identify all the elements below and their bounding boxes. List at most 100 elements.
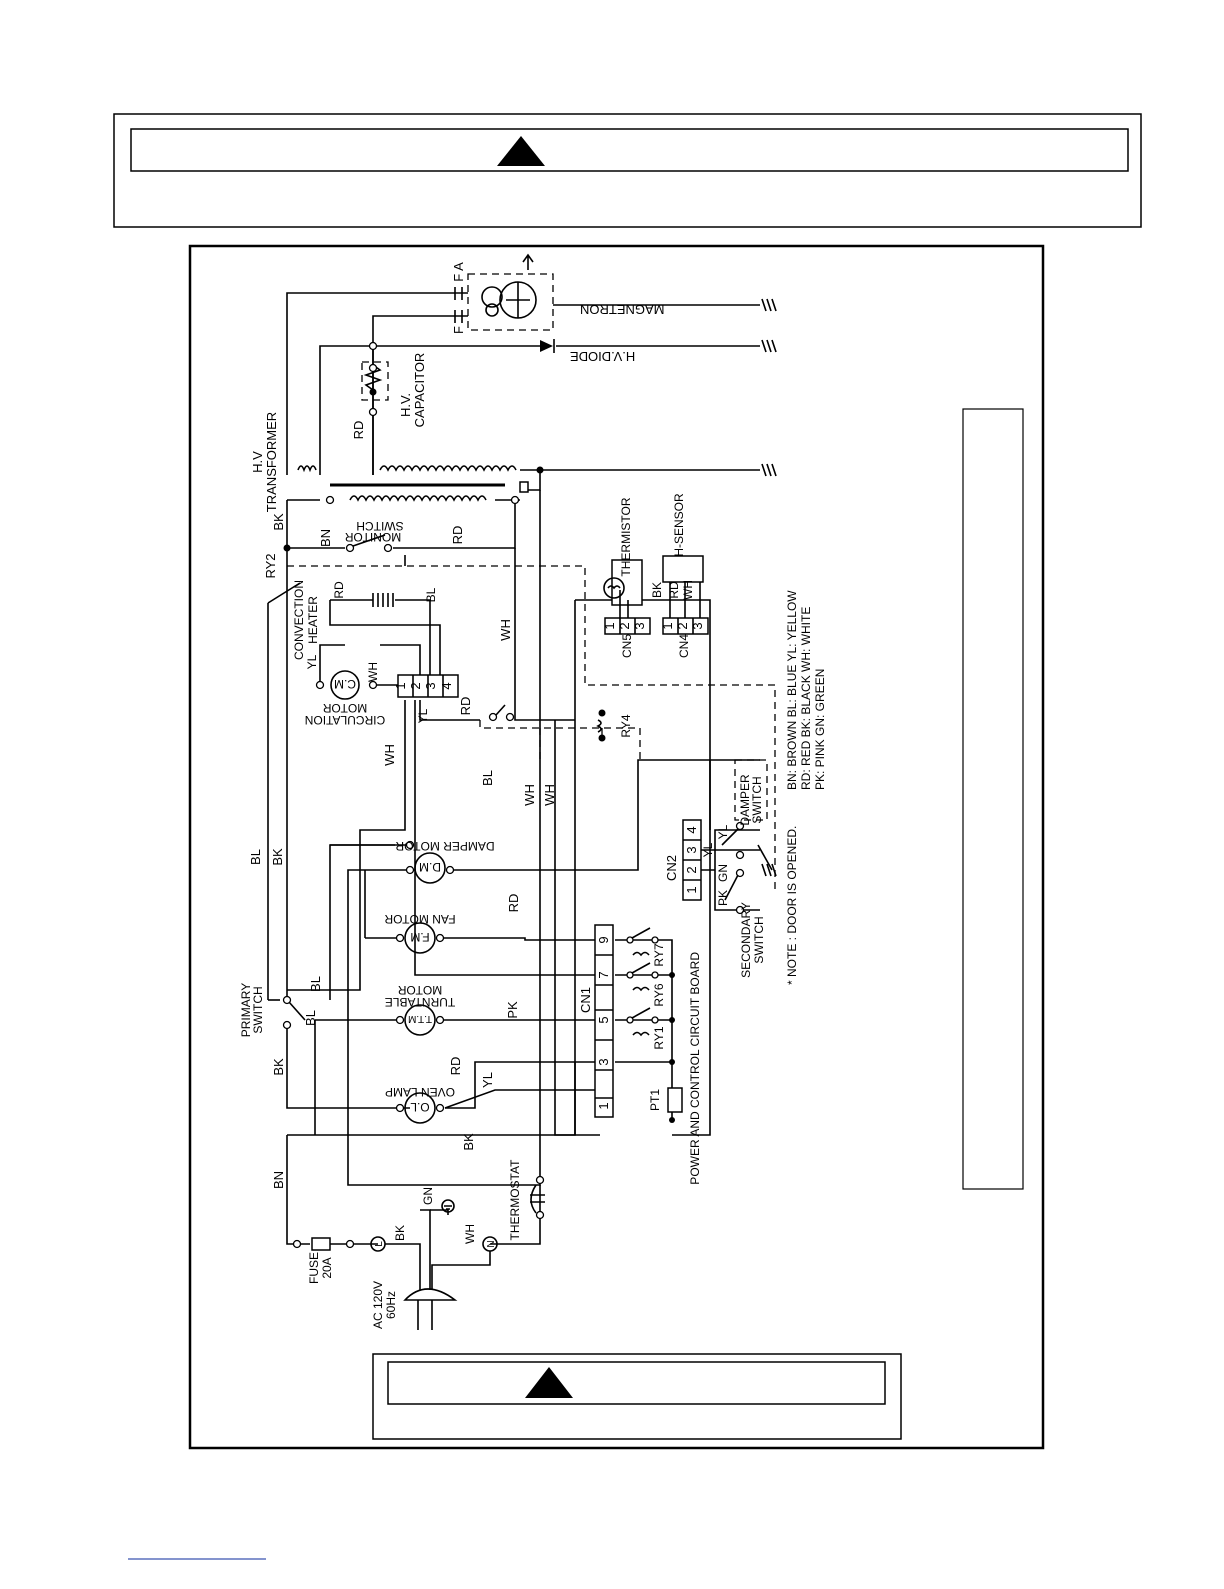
secondary-switch	[724, 844, 773, 915]
cn2-pin-1: 1	[684, 886, 699, 893]
oven-lamp: O.L	[395, 1092, 445, 1124]
legend-line-3: PK: PINK GN: GREEN	[813, 669, 827, 790]
cn1-pin-3: 3	[596, 1058, 611, 1065]
warning-triangle-icon	[497, 136, 545, 166]
damper-motor: D.M	[405, 840, 455, 884]
cm-pin-2: 2	[408, 682, 423, 689]
circulation-motor: C.M	[315, 670, 378, 700]
damper-switch	[721, 759, 768, 860]
secondary-switch-label-2: SWITCH	[752, 916, 766, 963]
wire-gn-2: GN	[421, 1187, 435, 1205]
wire-yl-4: YL	[701, 842, 715, 857]
ac-label-1: AC 120V	[371, 1281, 385, 1329]
cm-symbol: C.M	[334, 677, 356, 691]
wire-bk-4: BK	[271, 1058, 286, 1076]
fuse-label-1: FUSE	[307, 1252, 321, 1284]
hv-transformer-label-1: H.V	[250, 451, 265, 473]
l-terminal: L	[374, 1241, 385, 1247]
cn2-connector	[682, 819, 702, 901]
wire-rd-3: RD	[332, 581, 346, 599]
fan-motor: F.M	[395, 922, 445, 954]
cn2-pin-2: 2	[684, 866, 699, 873]
thermostat	[530, 1175, 545, 1220]
legend-line-2: RD: RED BK: BLACK WH: WHITE	[799, 607, 813, 790]
primary-switch-label-2: SWITCH	[251, 986, 265, 1033]
wire-bl-5: BL	[303, 1010, 318, 1026]
cn2-label: CN2	[664, 855, 679, 881]
wire-wh-7: WH	[463, 1224, 477, 1244]
side-box	[962, 408, 1024, 1190]
ttm-symbol: T.T.M	[408, 1013, 432, 1024]
cn1-connector	[594, 924, 614, 1118]
wire-wh-2: WH	[498, 619, 513, 641]
cn5-pin-3: 3	[632, 622, 647, 629]
turntable-motor: T.T.M	[395, 1004, 445, 1036]
ry4-label: RY4	[619, 714, 633, 737]
ry2-label: RY2	[263, 553, 278, 578]
fuse	[292, 1237, 355, 1251]
ol-symbol: O.L	[410, 1100, 430, 1114]
board-relays	[626, 927, 683, 1123]
diagram-frame	[188, 244, 1045, 1450]
thermistor-label: THERMISTOR	[619, 497, 633, 576]
dm-symbol: D.M	[419, 860, 441, 874]
primary-switch-label-1: PRIMARY	[239, 983, 253, 1037]
ry6-label: RY6	[652, 983, 666, 1006]
cn5-label: CN5	[620, 634, 634, 658]
wire-wh-3: WH	[681, 580, 695, 600]
thermostat-label: THERMOSTAT	[508, 1159, 522, 1241]
hv-transformer-label-2: TRANSFORMER	[264, 412, 279, 512]
hv-capacitor-label-1: H.V.	[398, 393, 413, 417]
wire-rd-5: RD	[667, 581, 681, 599]
wire-rd-6: RD	[506, 894, 521, 913]
h-sensor	[662, 555, 704, 583]
fm-symbol: F.M	[410, 930, 429, 944]
ry4-relay	[488, 704, 606, 742]
wire-bl-2: BL	[480, 770, 495, 786]
magnetron-label: MAGNETRON	[580, 302, 665, 317]
hv-diode	[540, 339, 555, 353]
cn5-pin-2: 2	[617, 622, 632, 629]
ac-plug	[370, 1199, 498, 1330]
wires	[267, 292, 776, 1245]
wire-bk-2: BK	[650, 582, 664, 598]
ry7-label: RY7	[652, 943, 666, 966]
wire-yl-3: YL	[716, 824, 730, 839]
wire-yl-1: YL	[305, 654, 319, 669]
wire-bn-1: BN	[318, 529, 333, 547]
damper-motor-label: DAMPER MOTOR	[395, 839, 494, 853]
warning-triangle-icon	[525, 1367, 573, 1398]
cn1-pin-1: 1	[596, 1102, 611, 1109]
ry1-label: RY1	[652, 1026, 666, 1049]
cn1-pin-7: 7	[596, 971, 611, 978]
wire-wh-5: WH	[522, 784, 537, 806]
fa-label: F A	[451, 262, 466, 282]
ac-label-2: 60Hz	[384, 1291, 398, 1319]
thermistor	[603, 559, 643, 606]
wire-rd-1: RD	[351, 421, 366, 440]
magnetron	[454, 253, 554, 331]
circulation-motor-label-2: MOTOR	[322, 701, 367, 715]
turntable-motor-label-1: TURNTABLE	[385, 995, 455, 1009]
hv-transformer	[283, 465, 544, 552]
warning-box-bottom	[372, 1353, 902, 1440]
cn1-label: CN1	[578, 987, 593, 1013]
convection-heater-label-1: CONVECTION	[292, 580, 306, 660]
damper-switch-label-1: DAMPER	[738, 774, 752, 826]
pt1-label: PT1	[648, 1089, 662, 1111]
cm-pin-1: 1	[393, 682, 408, 689]
cn2-pin-3: 3	[684, 846, 699, 853]
wire-bk-5: BK	[461, 1133, 476, 1151]
hv-diode-label: H.V.DIODE	[570, 349, 636, 364]
primary-switch	[268, 995, 306, 1030]
warning-box-top	[113, 113, 1142, 228]
oven-lamp-label: OVEN LAMP	[385, 1085, 455, 1099]
legend-line-1: BN: BROWN BL: BLUE YL: YELLOW	[785, 590, 799, 790]
cn5-pin-1: 1	[602, 622, 617, 629]
monitor-switch-label-1: MONITOR	[344, 530, 401, 544]
wire-rd-4: RD	[458, 697, 473, 716]
wire-bn-2: BN	[271, 1171, 286, 1189]
wire-bk-3: BK	[270, 848, 285, 866]
wire-wh-1: WH	[366, 662, 380, 682]
